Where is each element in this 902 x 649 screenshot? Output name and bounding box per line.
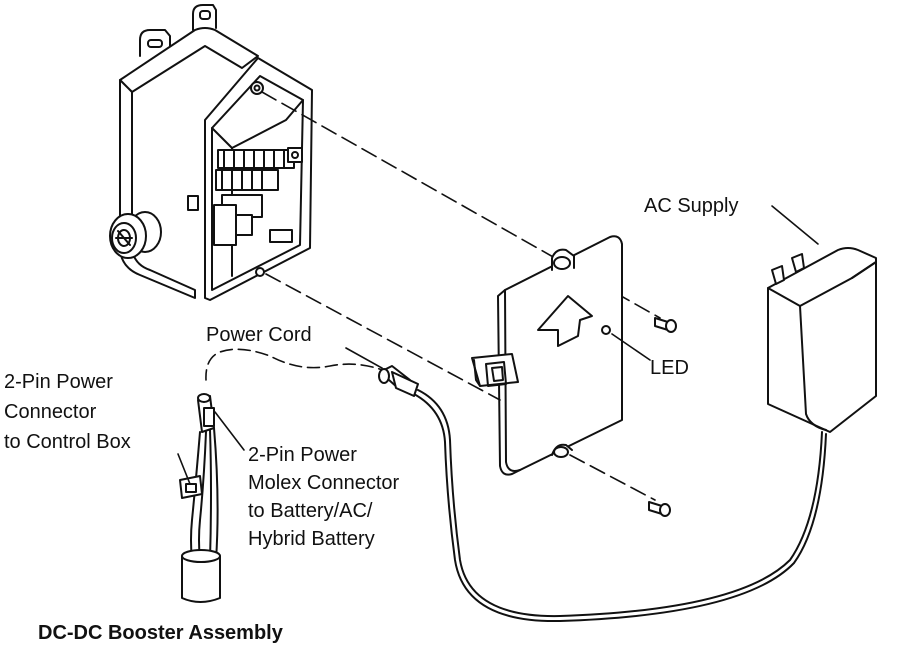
led-label: LED — [650, 357, 689, 379]
diagram-title: DC-DC Booster Assembly — [38, 622, 283, 644]
pin2-molex-label-2: Molex Connector — [248, 472, 400, 494]
ac-supply-label: AC Supply — [644, 195, 739, 217]
booster-module — [471, 235, 623, 476]
pin2-molex-label-1: 2-Pin Power — [248, 444, 357, 466]
pin2-control-label-1: 2-Pin Power — [4, 371, 113, 393]
pin2-control-label-2: Connector — [4, 401, 97, 423]
power-cord-label: Power Cord — [206, 324, 312, 346]
screw-icon-lower — [648, 501, 671, 517]
led-leader — [611, 333, 651, 361]
power-cables — [205, 348, 827, 623]
screw-icon — [654, 317, 677, 333]
pin2-molex-label-4: Hybrid Battery — [248, 528, 375, 550]
power-cord-leader — [345, 347, 383, 369]
led-indicator-icon — [601, 325, 611, 335]
cable-gland-icon — [109, 211, 162, 259]
pin2-control-label-3: to Control Box — [4, 431, 131, 453]
booster-harness — [177, 393, 245, 603]
pin2-molex-label-3: to Battery/AC/ — [248, 500, 373, 522]
inline-connector-icon — [378, 365, 419, 397]
control-box — [109, 4, 313, 301]
ac-adapter — [767, 205, 877, 433]
